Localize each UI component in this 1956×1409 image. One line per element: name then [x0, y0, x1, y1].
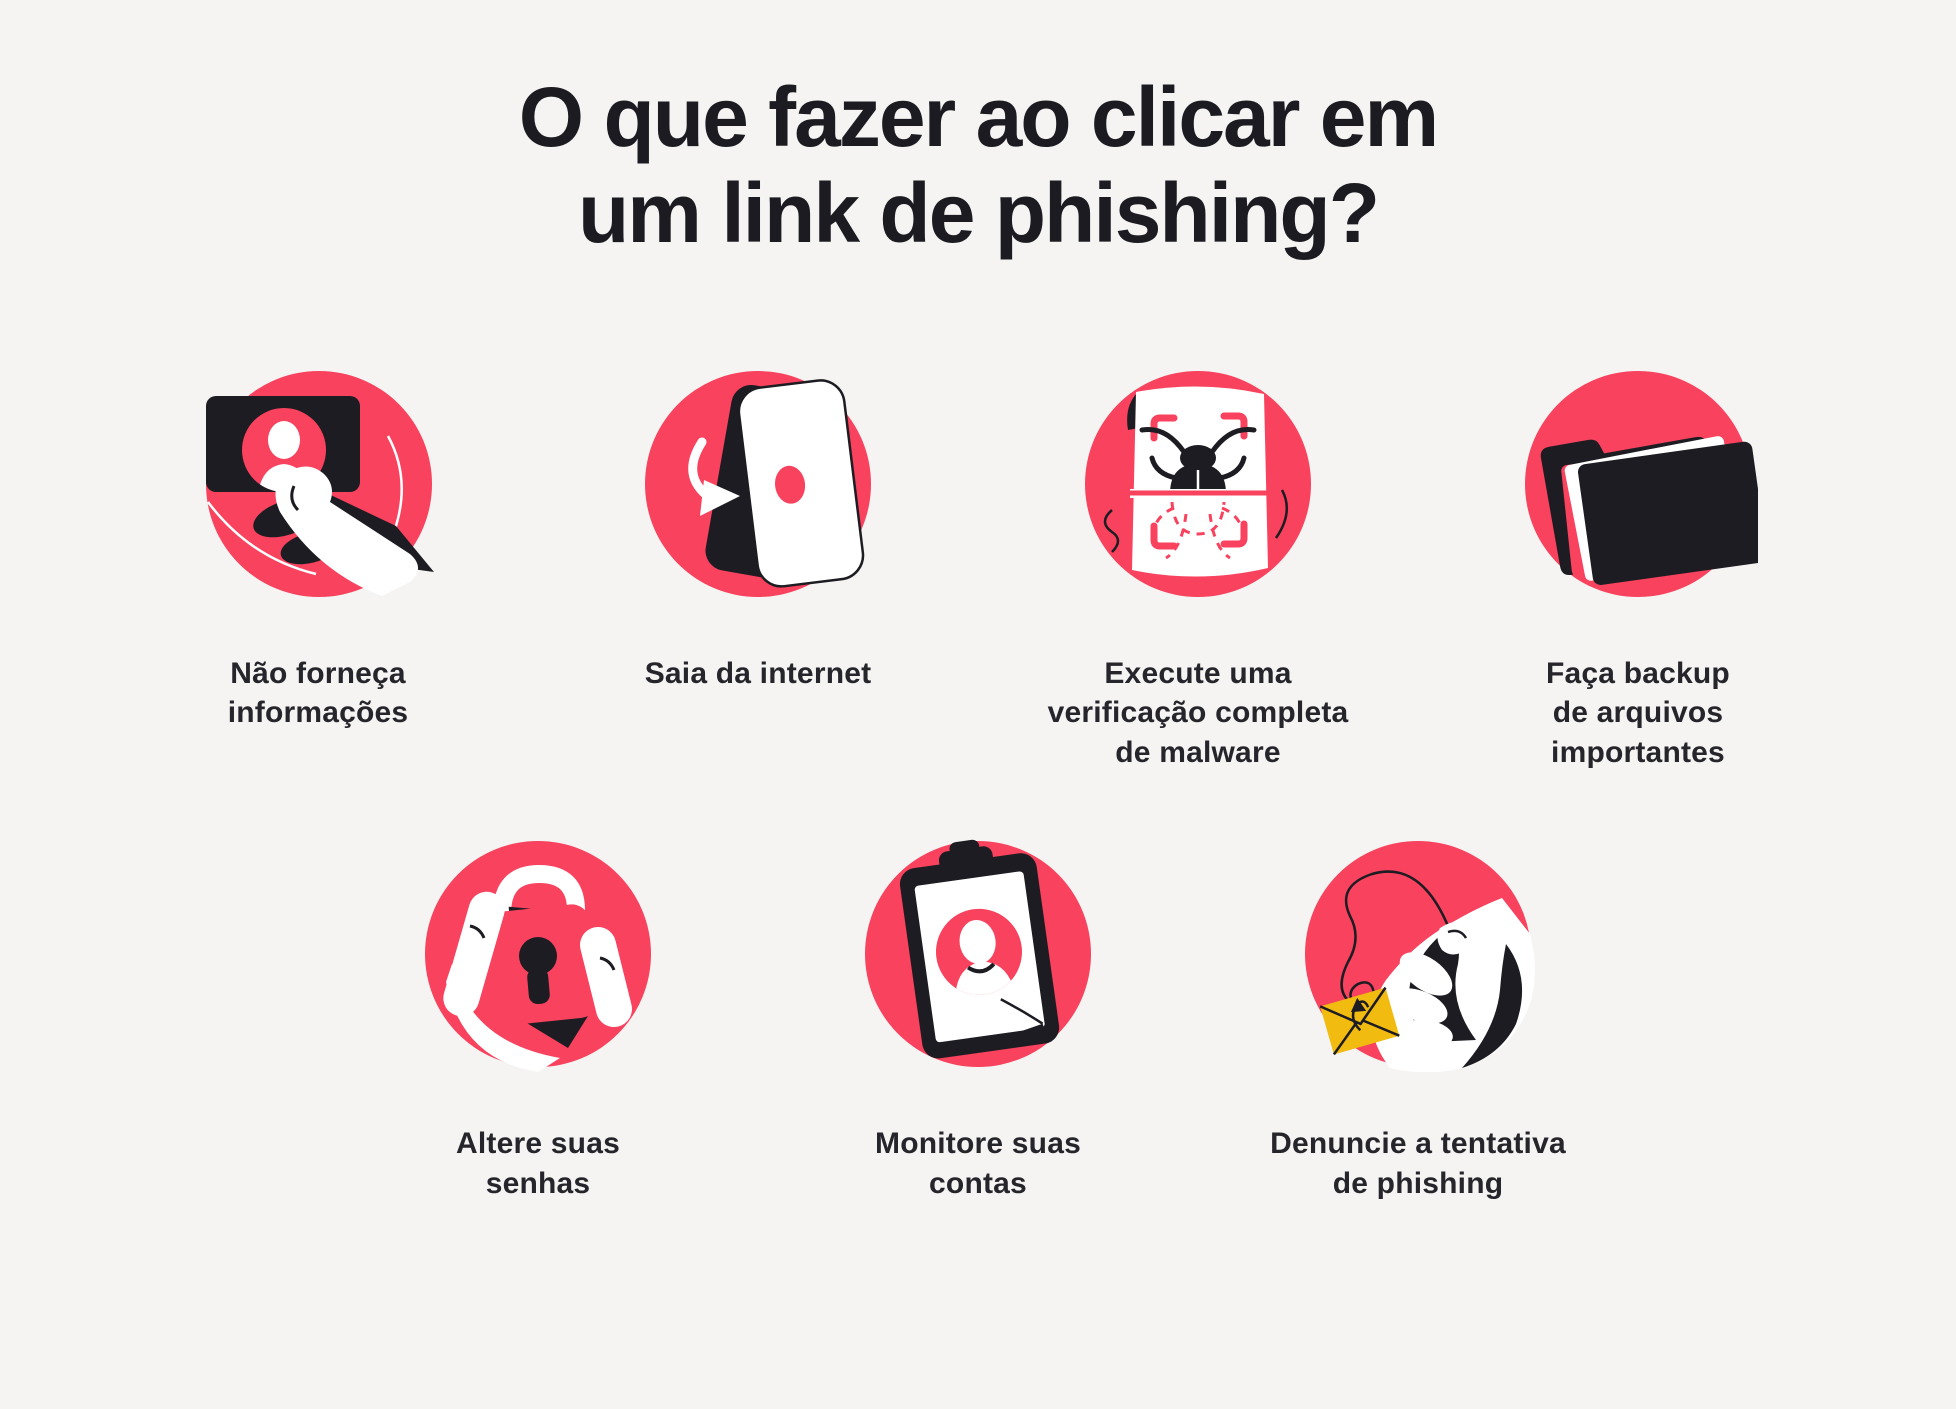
scan-frame-brackets	[1150, 412, 1248, 549]
bug-dashed-lower-body	[1150, 501, 1246, 559]
step-label: Saia da internet	[644, 656, 872, 690]
phishing-envelope-glyph	[1319, 987, 1400, 1056]
step-monitor-accounts: Monitore suas contas	[758, 832, 1198, 1203]
steps-row-1: Não forneça informações Saia da internet	[0, 362, 1956, 773]
folder-backup-icon	[1525, 370, 1758, 597]
step-label: Execute uma verificação completa de malw…	[1047, 656, 1349, 769]
step-go-offline: Saia da internet	[538, 362, 978, 694]
account-monitor-clipboard-icon	[865, 840, 1091, 1068]
step-label: Monitore suas contas	[875, 1127, 1081, 1200]
report-phishing-hook-icon	[1305, 841, 1535, 1073]
step-run-malware-scan: Execute uma verificação completa de malw…	[978, 362, 1418, 773]
fishing-line	[1340, 870, 1450, 1011]
id-card-in-hand-icon	[206, 370, 434, 597]
step-dont-provide-info: Não forneça informações	[98, 362, 538, 733]
step-label: Faça backup de arquivos importantes	[1546, 656, 1730, 769]
phone-disconnect-icon	[645, 370, 871, 597]
page-title: O que fazer ao clicar em um link de phis…	[518, 70, 1439, 260]
keyhole-glyph	[519, 937, 557, 1005]
padlock-in-hand-icon	[425, 841, 651, 1073]
step-report-phishing: Denuncie a tentativa de phishing	[1198, 832, 1638, 1203]
step-change-passwords: Altere suas senhas	[318, 832, 758, 1203]
malware-scan-icon	[1085, 370, 1311, 597]
steps-row-2: Altere suas senhas	[0, 832, 1956, 1203]
bug-glyph	[1139, 426, 1257, 494]
step-label: Denuncie a tentativa de phishing	[1270, 1127, 1566, 1200]
step-label: Não forneça informações	[227, 656, 409, 730]
step-backup-files: Faça backup de arquivos importantes	[1418, 362, 1858, 773]
step-label: Altere suas senhas	[456, 1127, 620, 1200]
